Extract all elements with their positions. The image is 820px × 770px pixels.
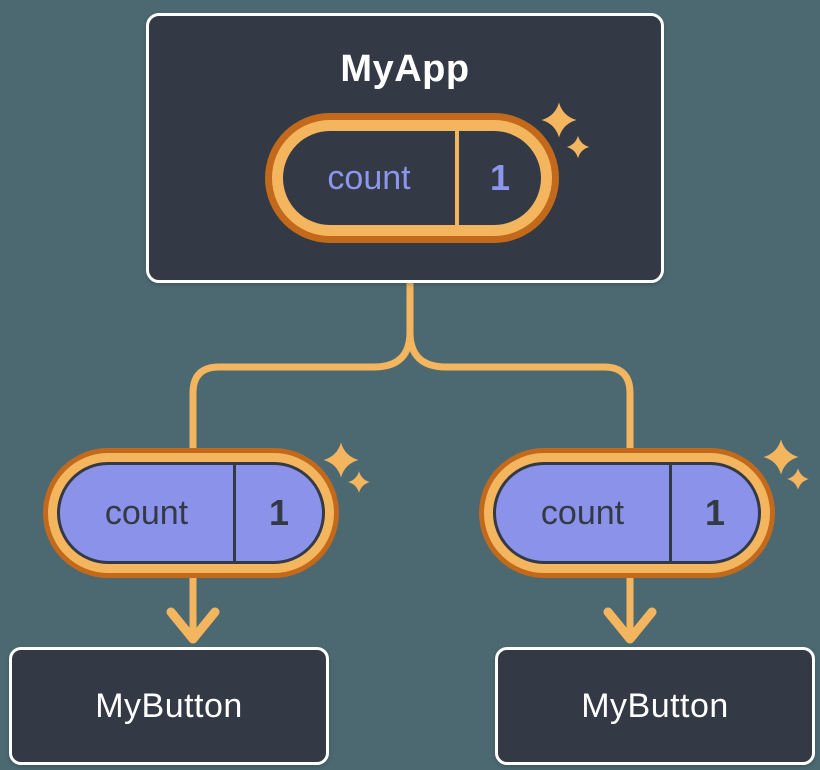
prop-pill-value: 1 <box>268 492 290 533</box>
prop-pill-label: count <box>540 493 625 532</box>
state-pill-ring: count 1 <box>272 120 552 236</box>
state-pill-label: count <box>327 158 411 197</box>
component-node-mybutton-right: MyButton <box>495 647 815 765</box>
connector-right-branch <box>406 283 634 636</box>
arrowhead-left-icon <box>166 607 220 644</box>
prop-pill-body: count 1 <box>493 462 761 564</box>
prop-pill-right: count 1 <box>479 448 775 578</box>
prop-pill-divider <box>233 465 236 561</box>
node-title-mybutton: MyButton <box>95 686 243 725</box>
node-title-myapp: MyApp <box>340 48 470 90</box>
node-title-mybutton: MyButton <box>581 686 729 725</box>
state-pill-myapp: count 1 <box>265 113 559 243</box>
state-pill-body: count 1 <box>283 131 541 225</box>
state-pill-divider <box>455 131 459 225</box>
state-pill-value: 1 <box>489 157 511 198</box>
prop-pill-left: count 1 <box>43 448 339 578</box>
prop-pill-ring: count 1 <box>48 453 334 573</box>
prop-pill-value: 1 <box>704 492 726 533</box>
prop-pill-ring: count 1 <box>484 453 770 573</box>
component-node-mybutton-left: MyButton <box>9 647 329 765</box>
prop-pill-label: count <box>104 493 189 532</box>
prop-pill-body: count 1 <box>57 462 325 564</box>
prop-pill-divider <box>669 465 672 561</box>
arrowhead-right-icon <box>603 607 657 644</box>
